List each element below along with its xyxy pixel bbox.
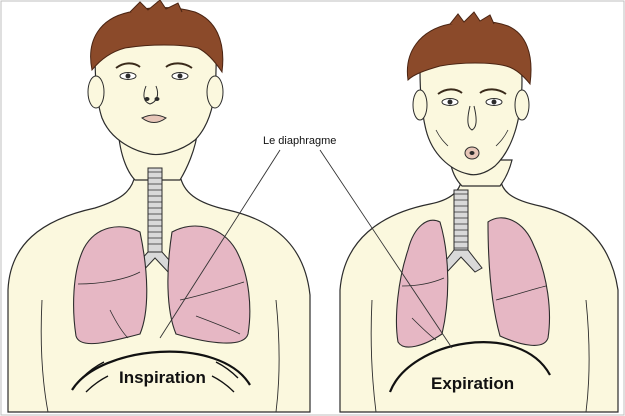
inspiration-label: Inspiration (119, 368, 206, 388)
diaphragm-label: Le diaphragme (263, 135, 336, 147)
expiration-label: Expiration (431, 374, 514, 394)
